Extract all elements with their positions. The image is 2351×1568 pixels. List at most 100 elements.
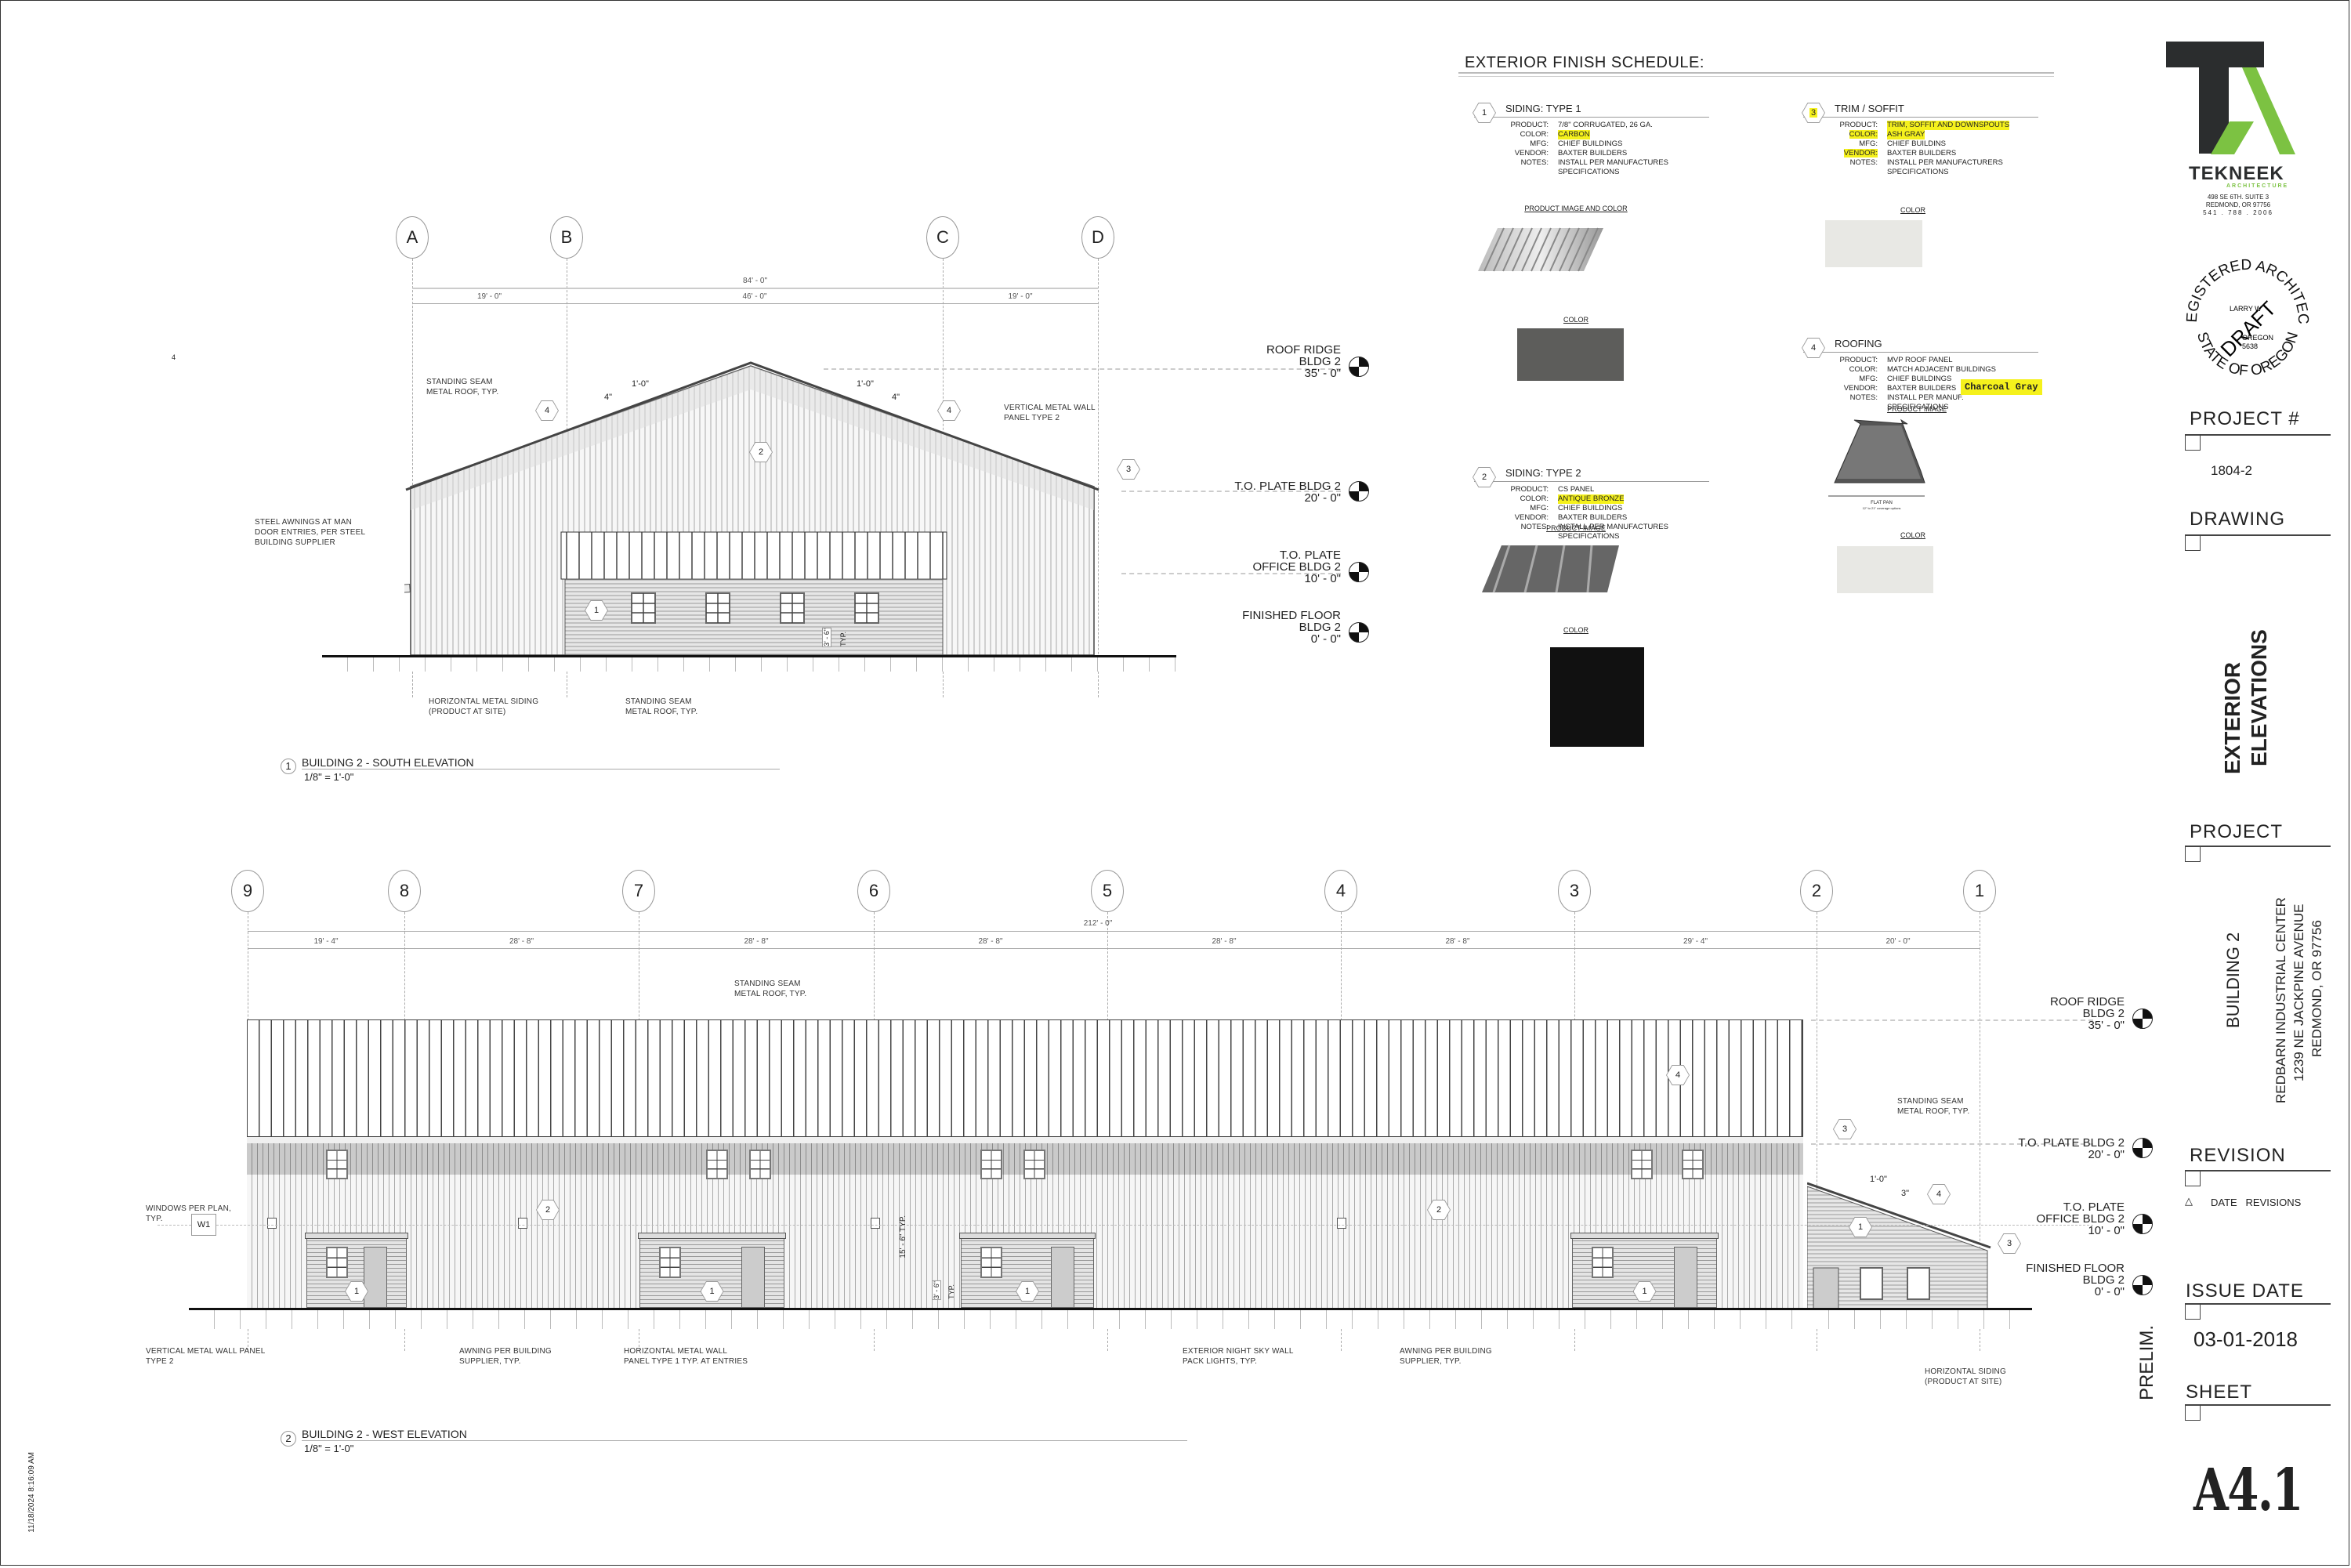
color-swatch-carbon — [1517, 328, 1624, 381]
finish-tag: 1 — [345, 1281, 368, 1302]
issue-date: 03-01-2018 — [2193, 1327, 2298, 1351]
finish-tag: 3 — [1833, 1119, 1857, 1139]
dimension-line — [412, 303, 1098, 304]
level-marker-icon — [1349, 357, 1369, 377]
schedule-value: BAXTER BUILDERS — [1558, 513, 1628, 522]
schedule-key: COLOR: — [1520, 494, 1549, 503]
checkbox-sheet[interactable] — [2185, 1405, 2201, 1421]
label-sheet: SHEET — [2186, 1382, 2253, 1403]
schedule-value: BAXTER BUILDERS — [1887, 384, 1957, 393]
flat-pan-sublabel: 12" to 21" coverage options — [1862, 506, 1901, 510]
finish-tag: 2 — [536, 1200, 560, 1220]
schedule-row: VENDOR:BAXTER BUILDERS — [1823, 384, 2038, 393]
caption-product-image: PRODUCT IMAGE AND COLOR — [1524, 205, 1628, 212]
color-swatch-ash-gray — [1825, 220, 1922, 267]
level-line-roof-ridge — [824, 368, 1341, 370]
ground-line — [189, 1308, 1803, 1329]
logo-address: 498 SE 6TH. SUITE 3 REDMOND, OR 97756 54… — [2203, 194, 2273, 216]
schedule-row: NOTES:INSTALL PER MANUFACTURES — [1494, 523, 1709, 532]
color-swatch-roofing — [1837, 546, 1933, 593]
overall-dimension-line — [412, 288, 1098, 289]
schedule-value: ASH GRAY — [1887, 130, 1925, 139]
rule — [2185, 434, 2331, 436]
checkbox-revision[interactable] — [2185, 1171, 2201, 1186]
dimension-segment: 28' - 8" — [744, 937, 769, 946]
schedule-value: ANTIQUE BRONZE — [1558, 494, 1625, 504]
level-marker-icon — [1349, 622, 1369, 643]
view-title: BUILDING 2 - WEST ELEVATION — [302, 1428, 1187, 1441]
schedule-rule — [1458, 76, 2054, 77]
schedule-value: CHIEF BUILDINGS — [1558, 139, 1623, 148]
level-marker-icon — [2132, 1214, 2153, 1234]
finish-tag: 2 — [1427, 1200, 1451, 1220]
schedule-key: MFG: — [1530, 139, 1549, 148]
man-door — [1674, 1247, 1697, 1308]
schedule-row: SPECIFICATIONS — [1494, 532, 1709, 541]
rule — [2185, 534, 2331, 536]
page-marker: 4 — [172, 353, 176, 361]
checkbox-drawing[interactable] — [2185, 535, 2201, 551]
svg-text:LARRY W: LARRY W — [2230, 305, 2262, 313]
schedule-value: CS PANEL — [1558, 485, 1595, 494]
checkbox-issue-date[interactable] — [2185, 1304, 2201, 1320]
upper-window — [1631, 1150, 1653, 1179]
finish-tag: 1 — [700, 1281, 724, 1302]
schedule-item-name: TRIM / SOFFIT — [1803, 103, 2038, 118]
dimension-vertical: 15' - 6" TYP. — [899, 1215, 907, 1258]
note-awning-2: AWNING PER BUILDING SUPPLIER, TYP. — [1400, 1347, 1492, 1366]
view-title: BUILDING 2 - SOUTH ELEVATION — [302, 756, 780, 770]
slope-run-left: 1'-0" — [632, 379, 649, 389]
schedule-value: BAXTER BUILDERS — [1558, 149, 1628, 158]
schedule-row: SPECIFICATIONS — [1823, 403, 2038, 412]
schedule-row: PRODUCT:7/8" CORRUGATED, 26 GA. — [1494, 121, 1709, 130]
schedule-item-number: 4 — [1802, 338, 1825, 358]
note-vertical-wall-panel: VERTICAL METAL WALL PANEL TYPE 2 — [1004, 404, 1096, 422]
schedule-item-number: 1 — [1473, 103, 1496, 123]
level-line-office-plate — [1121, 573, 1341, 574]
schedule-key — [1823, 168, 1887, 177]
checkbox-project[interactable] — [2185, 846, 2201, 862]
schedule-key: MFG: — [1530, 504, 1549, 512]
entry-window — [659, 1247, 681, 1278]
dimension-segment: 28' - 8" — [509, 937, 534, 946]
ground-line — [322, 655, 1176, 672]
checkbox-project-number[interactable] — [2185, 435, 2201, 451]
slope-run-right: 1'-0" — [857, 379, 874, 389]
schedule-row: MFG:CHIEF BUILDINS — [1823, 139, 2038, 149]
flat-pan-image — [1828, 418, 1925, 497]
schedule-row: VENDOR:BAXTER BUILDERS — [1494, 149, 1709, 158]
schedule-row: NOTES:INSTALL PER MANUFACTURERS — [1823, 158, 2038, 168]
schedule-row: MFG: CHIEF BUILDINGS — [1494, 139, 1709, 149]
schedule-row: PRODUCT:TRIM, SOFFIT AND DOWNSPOUTS — [1823, 121, 2038, 130]
level-line-to-plate — [1811, 1143, 2093, 1145]
note-vertical-panel: VERTICAL METAL WALL PANEL TYPE 2 — [146, 1347, 266, 1366]
note-office-roof: STANDING SEAM METAL ROOF, TYP. — [1897, 1097, 1970, 1116]
finish-tag: 1 — [1016, 1281, 1039, 1302]
schedule-row: PRODUCT:MVP ROOF PANEL — [1823, 356, 2038, 365]
schedule-value: BAXTER BUILDERS — [1887, 149, 1957, 158]
schedule-key — [1494, 168, 1558, 177]
grid-bubble-3: 3 — [1558, 870, 1591, 912]
slope-rise-right: 4" — [892, 393, 900, 402]
schedule-item-name: ROOFING — [1803, 338, 2038, 353]
schedule-row: COLOR: ANTIQUE BRONZE — [1494, 494, 1709, 504]
upper-window — [980, 1150, 1002, 1179]
upper-window — [326, 1150, 348, 1179]
view-scale: 1/8" = 1'-0" — [304, 1443, 354, 1454]
level-label: ROOF RIDGE BLDG 2 35' - 0" — [2049, 995, 2125, 1032]
schedule-row: VENDOR:BAXTER BUILDERS — [1494, 513, 1709, 523]
office-lean-to — [1807, 1182, 1991, 1309]
view-scale: 1/8" = 1'-0" — [304, 771, 354, 783]
awning — [305, 1233, 408, 1239]
caption-color: COLOR — [1900, 531, 1925, 539]
schedule-key: PRODUCT: — [1510, 121, 1549, 129]
label-drawing: DRAWING — [2190, 509, 2286, 530]
dimension-segment: 20' - 0" — [1886, 937, 1911, 946]
slope-rise: 3" — [1901, 1189, 1910, 1198]
schedule-value: INSTALL PER MANUFACTURES — [1558, 523, 1668, 531]
revision-columns: DATE REVISIONS — [2211, 1197, 2302, 1208]
level-marker-icon — [1349, 481, 1369, 502]
tekneek-logo-mark — [2166, 42, 2295, 154]
